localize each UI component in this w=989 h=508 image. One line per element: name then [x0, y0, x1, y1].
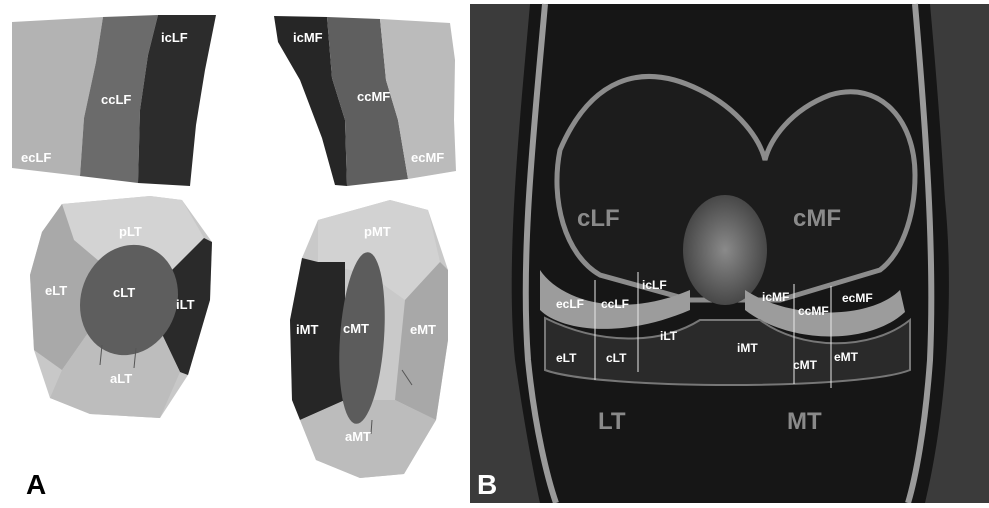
label-aLT: aLT: [110, 371, 132, 386]
label-iLT: iLT: [176, 297, 195, 312]
label-cLT-mri: cLT: [606, 351, 627, 365]
label-ccMF-mri: ccMF: [798, 304, 829, 318]
intercondylar-tissue: [683, 195, 767, 305]
big-label-cMF: cMF: [793, 205, 841, 232]
panel-b: cLF cMF LT MT ecLF ccLF icLF icMF ccMF e…: [470, 0, 989, 503]
label-iMT: iMT: [296, 322, 318, 337]
label-iLT-mri: iLT: [660, 329, 678, 343]
panel-a-svg: ecLF ccLF icLF icMF ccMF ecMF pLT eLT cL…: [0, 0, 470, 503]
label-ecLF-mri: ecLF: [556, 297, 584, 311]
medial-femur-map: icMF ccMF ecMF: [274, 16, 456, 186]
label-eMT-mri: eMT: [834, 350, 859, 364]
panel-letter-b: B: [477, 469, 497, 500]
panel-letter-a: A: [26, 469, 46, 500]
big-label-MT: MT: [787, 408, 822, 435]
label-cLT: cLT: [113, 285, 135, 300]
label-ecMF-mri: ecMF: [842, 291, 873, 305]
label-cMT-mri: cMT: [793, 358, 818, 372]
panel-b-svg: cLF cMF LT MT ecLF ccLF icLF icMF ccMF e…: [470, 0, 989, 503]
label-icLF-mri: icLF: [642, 278, 667, 292]
label-ccMF: ccMF: [357, 89, 390, 104]
label-aMT: aMT: [345, 429, 371, 444]
medial-tibia-map: pMT iMT cMT eMT aMT: [290, 200, 448, 478]
label-cMT: cMT: [343, 321, 369, 336]
label-ecLF: ecLF: [21, 150, 51, 165]
label-pLT: pLT: [119, 224, 142, 239]
label-pMT: pMT: [364, 224, 391, 239]
big-label-LT: LT: [598, 408, 626, 435]
label-eLT-mri: eLT: [556, 351, 577, 365]
label-icLF: icLF: [161, 30, 188, 45]
panel-a: ecLF ccLF icLF icMF ccMF ecMF pLT eLT cL…: [0, 0, 470, 503]
big-label-cLF: cLF: [577, 205, 620, 232]
label-ccLF: ccLF: [101, 92, 131, 107]
label-icMF-mri: icMF: [762, 290, 789, 304]
label-icMF: icMF: [293, 30, 323, 45]
label-iMT-mri: iMT: [737, 341, 758, 355]
label-ccLF-mri: ccLF: [601, 297, 629, 311]
region-iMT: [290, 258, 345, 420]
lateral-femur-map: ecLF ccLF icLF: [12, 15, 216, 186]
label-eLT: eLT: [45, 283, 67, 298]
label-eMT: eMT: [410, 322, 436, 337]
label-ecMF: ecMF: [411, 150, 444, 165]
lateral-tibia-map: pLT eLT cLT iLT aLT: [30, 196, 212, 418]
